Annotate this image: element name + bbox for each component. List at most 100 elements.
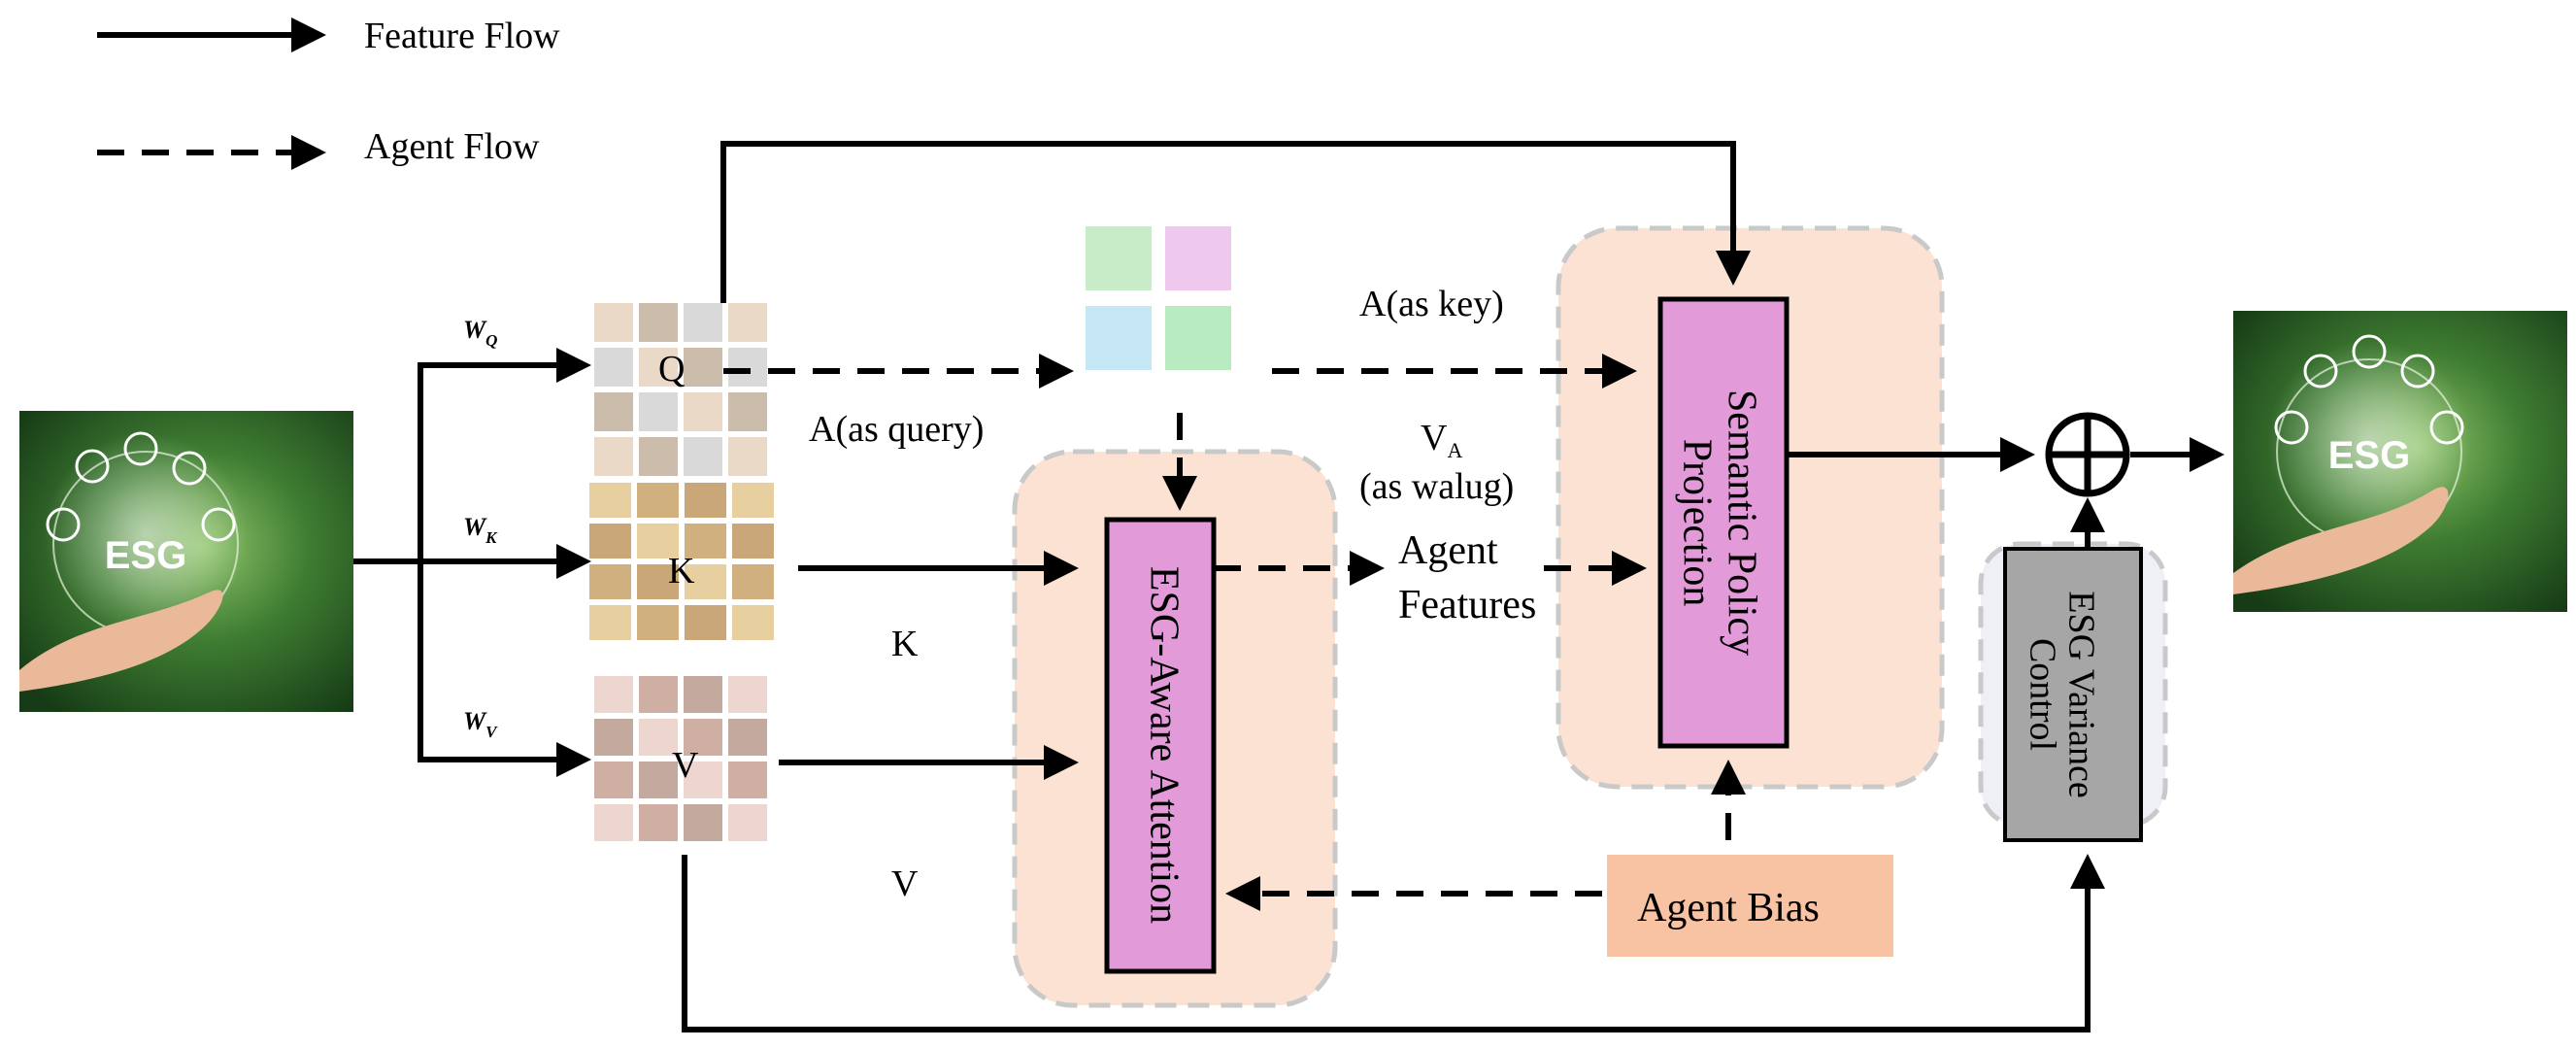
- q-matrix: [594, 303, 767, 476]
- q-matrix-label: Q: [658, 349, 685, 389]
- wq-label: WQ: [463, 316, 497, 350]
- v-to-variance-arrow: [682, 854, 2105, 1032]
- people-icon: [2352, 334, 2387, 369]
- matrix-cell: [684, 437, 722, 476]
- wv-label: WV: [463, 707, 498, 741]
- matrix-cell: [639, 437, 678, 476]
- k-edge-label: K: [891, 624, 919, 664]
- bank-icon: [201, 507, 236, 542]
- q-to-projection-arrow: [720, 141, 1751, 303]
- matrix-cell: [685, 564, 726, 599]
- input-to-q-arrow: [418, 348, 591, 561]
- matrix-cell: [684, 303, 722, 342]
- matrix-cell: [685, 524, 726, 558]
- semantic-policy-label-line2: Projection: [1674, 439, 1719, 607]
- dollar-icon: [172, 451, 207, 486]
- esg-variance-label-line2: Control: [2022, 638, 2062, 751]
- legend-agent-flow-label: Agent Flow: [364, 126, 540, 167]
- agent-bias-block: [1607, 855, 1893, 957]
- as-walug-label: (as walug): [1359, 466, 1514, 507]
- matrix-cell: [594, 348, 633, 387]
- matrix-cell: [639, 761, 678, 798]
- leaf-icon: [2274, 410, 2309, 445]
- wk-label: WK: [463, 513, 498, 547]
- input-to-v-arrow: [418, 561, 591, 777]
- feature-flow-arrows: [353, 141, 2225, 1032]
- semantic-policy-projection-block: [1657, 296, 1790, 749]
- matrix-cell: [728, 676, 767, 713]
- esg-aware-attention-block: [1104, 517, 1217, 974]
- leaf-icon: [46, 507, 81, 542]
- matrix-cell: [728, 348, 767, 387]
- matrix-cell: [589, 605, 631, 640]
- agent-token-tile: [1086, 306, 1152, 370]
- matrix-cell: [684, 348, 722, 387]
- matrix-cell: [594, 437, 633, 476]
- input-esg-text: ESG: [105, 534, 186, 577]
- v-edge-label: V: [891, 863, 919, 904]
- legend-feature-flow-label: Feature Flow: [364, 16, 560, 56]
- people-icon: [123, 431, 158, 466]
- sum-node-icon: [2045, 412, 2130, 497]
- k-matrix-label: K: [668, 551, 695, 592]
- matrix-cell: [728, 303, 767, 342]
- matrix-cell: [639, 719, 678, 756]
- input-esg-image: ESG: [19, 411, 353, 712]
- matrix-cell: [637, 524, 679, 558]
- matrix-cell: [728, 719, 767, 756]
- matrix-cell: [639, 676, 678, 713]
- agent-token-tile: [1086, 226, 1152, 290]
- matrix-cell: [728, 804, 767, 841]
- v-matrix: [594, 676, 767, 841]
- matrix-cell: [732, 524, 774, 558]
- agent-features-label-line1: Agent: [1398, 528, 1498, 573]
- matrix-cell: [639, 804, 678, 841]
- agent-token-tile: [1165, 226, 1231, 290]
- hand-shape: [2233, 487, 2449, 594]
- matrix-cell: [637, 483, 679, 518]
- agent-flow-arrows: [723, 354, 1746, 911]
- a-as-query-label: A(as query): [809, 409, 984, 450]
- matrix-cell: [639, 303, 678, 342]
- matrix-cell: [639, 348, 678, 387]
- matrix-cell: [637, 564, 679, 599]
- matrix-cell: [732, 483, 774, 518]
- esg-variance-label-line1: ESG Variance: [2060, 591, 2101, 798]
- matrix-cell: [639, 392, 678, 431]
- esg-aware-attention-label: ESG-Aware Attention: [1141, 566, 1186, 924]
- matrix-cell: [684, 676, 722, 713]
- bank-icon: [2429, 410, 2464, 445]
- matrix-cell: [732, 605, 774, 640]
- output-esg-text: ESG: [2328, 434, 2410, 477]
- matrix-cell: [594, 303, 633, 342]
- matrix-cell: [594, 392, 633, 431]
- v-matrix-label: V: [672, 745, 699, 786]
- matrix-cell: [589, 564, 631, 599]
- matrix-cell: [684, 719, 722, 756]
- semantic-policy-label-line1: Semantic Policy: [1719, 389, 1763, 656]
- agent-token-tile: [1165, 306, 1231, 370]
- matrix-cell: [685, 605, 726, 640]
- matrix-cell: [732, 564, 774, 599]
- matrix-cell: [589, 524, 631, 558]
- matrix-cell: [685, 483, 726, 518]
- k-matrix: [589, 483, 774, 640]
- matrix-cell: [728, 761, 767, 798]
- matrix-cell: [594, 761, 633, 798]
- matrix-cell: [594, 804, 633, 841]
- matrix-cell: [684, 761, 722, 798]
- agent-tokens: [1086, 226, 1231, 370]
- matrix-cell: [728, 392, 767, 431]
- legend: Feature Flow Agent Flow: [97, 16, 560, 170]
- matrix-cell: [594, 719, 633, 756]
- matrix-cell: [589, 483, 631, 518]
- agent-bias-label: Agent Bias: [1637, 886, 1820, 931]
- globe-icon: [2303, 354, 2338, 389]
- matrix-cell: [594, 676, 633, 713]
- agent-features-label-line2: Features: [1398, 583, 1536, 627]
- matrix-cell: [684, 392, 722, 431]
- matrix-cell: [728, 437, 767, 476]
- hand-shape: [19, 590, 223, 692]
- esg-variance-control-block: [2003, 547, 2143, 842]
